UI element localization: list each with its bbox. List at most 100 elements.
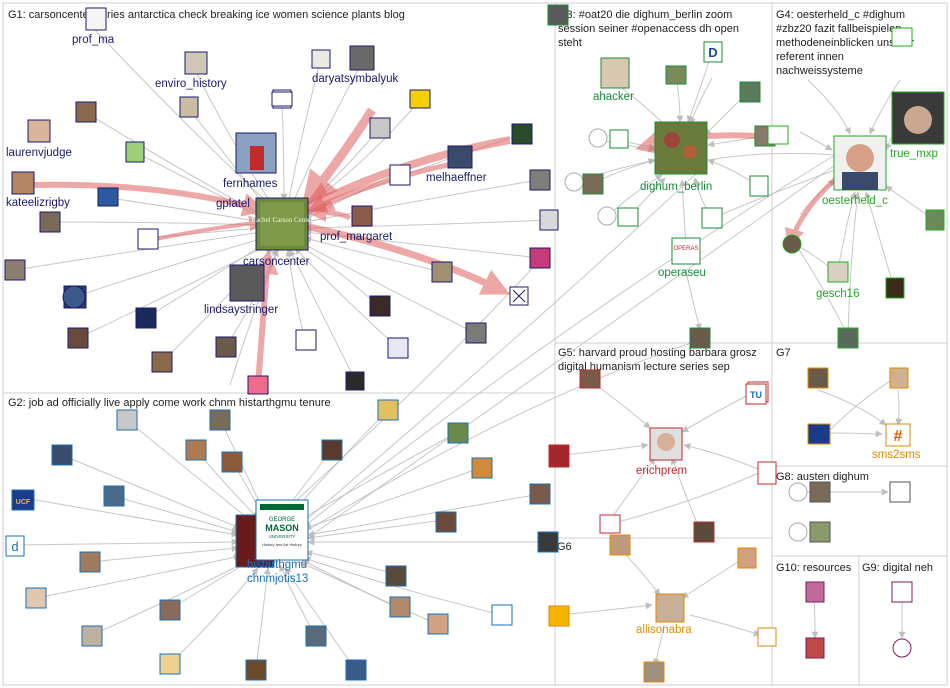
avatar-node[interactable] [389, 164, 411, 186]
avatar-node[interactable] [739, 81, 761, 103]
avatar-node[interactable] [137, 228, 159, 250]
avatar-node[interactable] [617, 207, 639, 227]
avatar-node[interactable] [179, 96, 199, 118]
node-erichprem[interactable] [649, 427, 683, 461]
avatar-node[interactable] [749, 175, 769, 197]
avatar-node[interactable] [385, 565, 407, 587]
avatar-node[interactable] [582, 173, 604, 195]
avatar-node[interactable] [85, 7, 107, 31]
avatar-node[interactable] [609, 129, 629, 149]
avatar-node[interactable] [247, 375, 269, 395]
avatar-node[interactable] [579, 369, 601, 389]
avatar-node[interactable] [387, 337, 409, 359]
avatar-node[interactable] [184, 51, 208, 75]
avatar-node[interactable] [435, 511, 457, 533]
avatar-node[interactable] [11, 171, 35, 195]
avatar-node[interactable] [431, 261, 453, 283]
avatar-node[interactable] [67, 327, 89, 349]
avatar-node[interactable] [588, 128, 608, 148]
avatar-node[interactable] [377, 399, 399, 421]
node-operaseu[interactable]: OPERAS [671, 237, 701, 265]
ucf-logo-node[interactable]: UCF [11, 489, 35, 511]
avatar-node[interactable] [465, 322, 487, 344]
avatar-node[interactable] [369, 117, 391, 139]
avatar-node[interactable] [539, 209, 559, 231]
node-ahacker[interactable] [600, 57, 630, 89]
avatar-node[interactable] [25, 587, 47, 609]
avatar-node[interactable] [892, 638, 912, 658]
avatar-node[interactable] [643, 661, 665, 683]
avatar-node[interactable] [97, 187, 119, 207]
avatar-node[interactable] [891, 581, 913, 603]
avatar-node[interactable] [447, 422, 469, 444]
avatar-node[interactable] [805, 637, 825, 659]
avatar-node[interactable] [427, 613, 449, 635]
avatar-node[interactable] [321, 439, 343, 461]
avatar-node[interactable] [345, 371, 365, 391]
avatar-node[interactable] [782, 234, 802, 254]
avatar-node[interactable] [51, 444, 73, 466]
avatar-node[interactable] [27, 119, 51, 143]
node-dighum_berlin[interactable] [654, 121, 708, 175]
avatar-node[interactable] [807, 423, 831, 445]
avatar-node[interactable] [599, 514, 621, 534]
avatar-node[interactable] [788, 482, 808, 502]
avatar-node[interactable] [159, 599, 181, 621]
avatar-node[interactable] [788, 522, 808, 542]
avatar-node[interactable] [689, 327, 711, 349]
avatar-node[interactable] [295, 329, 317, 351]
avatar-node[interactable] [75, 101, 97, 123]
avatar-node[interactable] [311, 49, 331, 69]
avatar-node[interactable] [215, 336, 237, 358]
avatar-node[interactable] [665, 65, 687, 85]
avatar-node[interactable] [159, 653, 181, 675]
avatar-node[interactable] [807, 367, 829, 389]
avatar-node[interactable] [548, 444, 570, 468]
avatar-node[interactable] [151, 351, 173, 373]
avatar-node[interactable] [62, 285, 86, 309]
avatar-node[interactable] [548, 605, 570, 627]
node-allisonabra[interactable] [655, 593, 685, 623]
avatar-node[interactable] [767, 125, 789, 145]
avatar-node[interactable] [537, 531, 559, 553]
avatar-node[interactable] [809, 481, 831, 503]
avatar-node[interactable] [369, 295, 391, 317]
avatar-node[interactable] [837, 327, 859, 349]
avatar-node[interactable] [209, 409, 231, 431]
avatar-node[interactable] [305, 625, 327, 647]
node-true_mxp[interactable] [891, 91, 945, 145]
avatar-node[interactable] [827, 261, 849, 283]
avatar-node[interactable] [511, 123, 533, 145]
avatar-node[interactable] [81, 625, 103, 647]
avatar-node[interactable] [889, 481, 911, 503]
node-carsoncenter[interactable]: Rachel Carson Center [251, 197, 313, 251]
avatar-node[interactable] [737, 547, 757, 569]
avatar-node[interactable] [4, 259, 26, 281]
avatar-node[interactable] [597, 206, 617, 226]
avatar-node[interactable] [805, 581, 825, 603]
avatar-node[interactable] [245, 659, 267, 681]
avatar-node[interactable] [125, 141, 145, 163]
avatar-node[interactable] [221, 451, 243, 473]
avatar-node[interactable] [79, 551, 101, 573]
avatar-node[interactable] [351, 205, 373, 227]
avatar-node[interactable] [116, 409, 138, 431]
node-lindsaystringer[interactable] [229, 264, 265, 302]
avatar-node[interactable] [491, 604, 513, 626]
avatar-node[interactable] [564, 172, 584, 192]
avatar-node[interactable] [345, 659, 367, 681]
avatar-node[interactable] [529, 169, 551, 191]
d-logo-node[interactable]: d [5, 535, 25, 557]
avatar-node[interactable] [135, 307, 157, 329]
avatar-node[interactable] [925, 209, 945, 231]
avatar-node[interactable] [185, 439, 207, 461]
avatar-node[interactable] [547, 4, 569, 26]
d-badge-node[interactable]: D [703, 41, 723, 63]
avatar-node[interactable] [471, 457, 493, 479]
avatar-node[interactable] [891, 27, 913, 47]
avatar-node[interactable] [389, 596, 411, 618]
avatar-node[interactable] [447, 145, 473, 169]
avatar-node[interactable] [757, 461, 777, 485]
avatar-node[interactable] [757, 627, 777, 647]
avatar-node[interactable] [885, 277, 905, 299]
